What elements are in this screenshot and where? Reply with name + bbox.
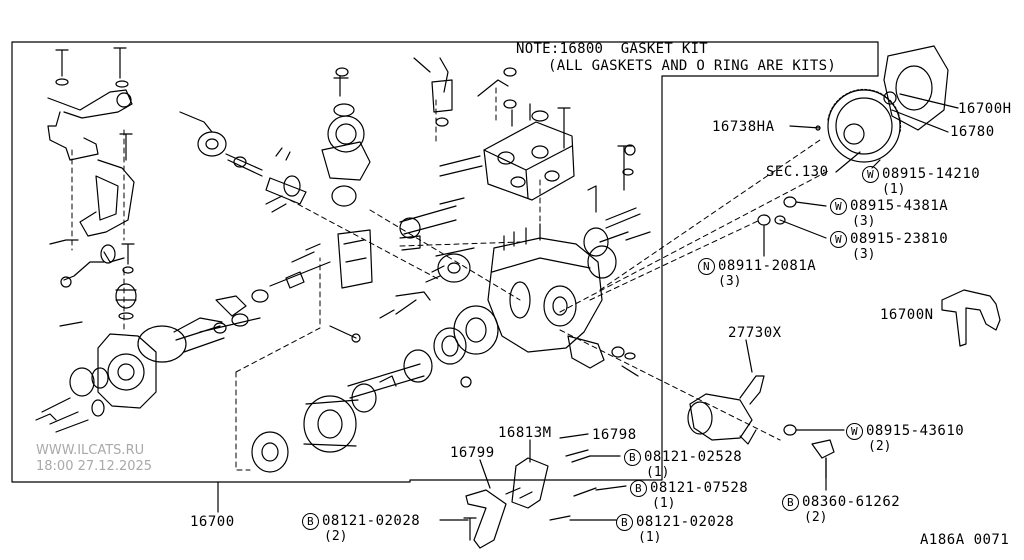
label-16700n[interactable]: 16700N: [880, 307, 934, 323]
leader-16798: [559, 433, 589, 439]
leader-08915-4381a: [795, 201, 827, 207]
assembly-frame: [11, 41, 879, 483]
nut-symbol: N: [698, 258, 715, 275]
bolt-symbol: B: [616, 514, 633, 531]
gasket-16700h: [883, 45, 949, 131]
leader-27730x: [745, 339, 753, 373]
part-number: 08121-02028: [322, 513, 421, 529]
qty-08915-23810: (3): [852, 247, 876, 262]
part-number: 08121-02028: [636, 514, 735, 530]
qty-08360-61262: (2): [804, 510, 828, 525]
washer-symbol: W: [846, 423, 863, 440]
washer-symbol: W: [862, 166, 879, 183]
part-number: 08121-02528: [644, 449, 743, 465]
label-16700h[interactable]: 16700H: [958, 101, 1012, 117]
qty-08915-43610: (2): [868, 439, 892, 454]
bolt-symbol: B: [782, 494, 799, 511]
qty-08911-2081a: (3): [718, 274, 742, 289]
leader-08121-07528: [595, 485, 627, 491]
bolt-symbol: B: [624, 449, 641, 466]
washer-symbol: W: [830, 198, 847, 215]
qty-08915-14210: (1): [882, 182, 906, 197]
washer-symbol: W: [830, 231, 847, 248]
part-number: 08915-14210: [882, 166, 981, 182]
part-number: 08121-07528: [650, 480, 749, 496]
label-16799[interactable]: 16799: [450, 445, 495, 461]
bolt-symbol: B: [630, 480, 647, 497]
watermark-datetime: 18:00 27.12.2025: [36, 459, 153, 474]
label-27730x[interactable]: 27730X: [728, 325, 782, 341]
label-sec130[interactable]: SEC.130: [766, 164, 829, 180]
leader-08915-23810: [779, 219, 827, 239]
qty-08915-4381a: (3): [852, 214, 876, 229]
leader-16738ha: [789, 125, 821, 129]
leader-16780: [891, 109, 949, 133]
qty-08121-02528: (1): [646, 465, 670, 480]
qty-08121-07528: (1): [652, 496, 676, 511]
diagram-code: A186A 0071: [920, 532, 1010, 548]
leader-16799: [479, 459, 491, 489]
watermark-site: WWW.ILCATS.RU: [36, 443, 145, 458]
leader-sec130: [835, 151, 861, 173]
bracket-16700n: [941, 289, 1001, 347]
qty-08121-02028-right: (1): [638, 530, 662, 545]
part-number: 08915-4381A: [850, 198, 949, 214]
note-line-1: NOTE:16800 GASKET KIT: [516, 41, 709, 57]
label-16798[interactable]: 16798: [592, 427, 637, 443]
part-number: 08360-61262: [802, 494, 901, 510]
note-line-2: (ALL GASKETS AND O RING ARE KITS): [548, 58, 837, 74]
part-number: 08915-23810: [850, 231, 949, 247]
label-16700[interactable]: 16700: [190, 514, 235, 530]
bolt-symbol: B: [302, 513, 319, 530]
label-16738ha[interactable]: 16738HA: [712, 119, 775, 135]
part-number: 08915-43610: [866, 423, 965, 439]
qty-08121-02028-left: (2): [324, 529, 348, 544]
label-16813m[interactable]: 16813M: [498, 425, 552, 441]
label-16780[interactable]: 16780: [950, 124, 995, 140]
part-number: 08911-2081A: [718, 258, 817, 274]
